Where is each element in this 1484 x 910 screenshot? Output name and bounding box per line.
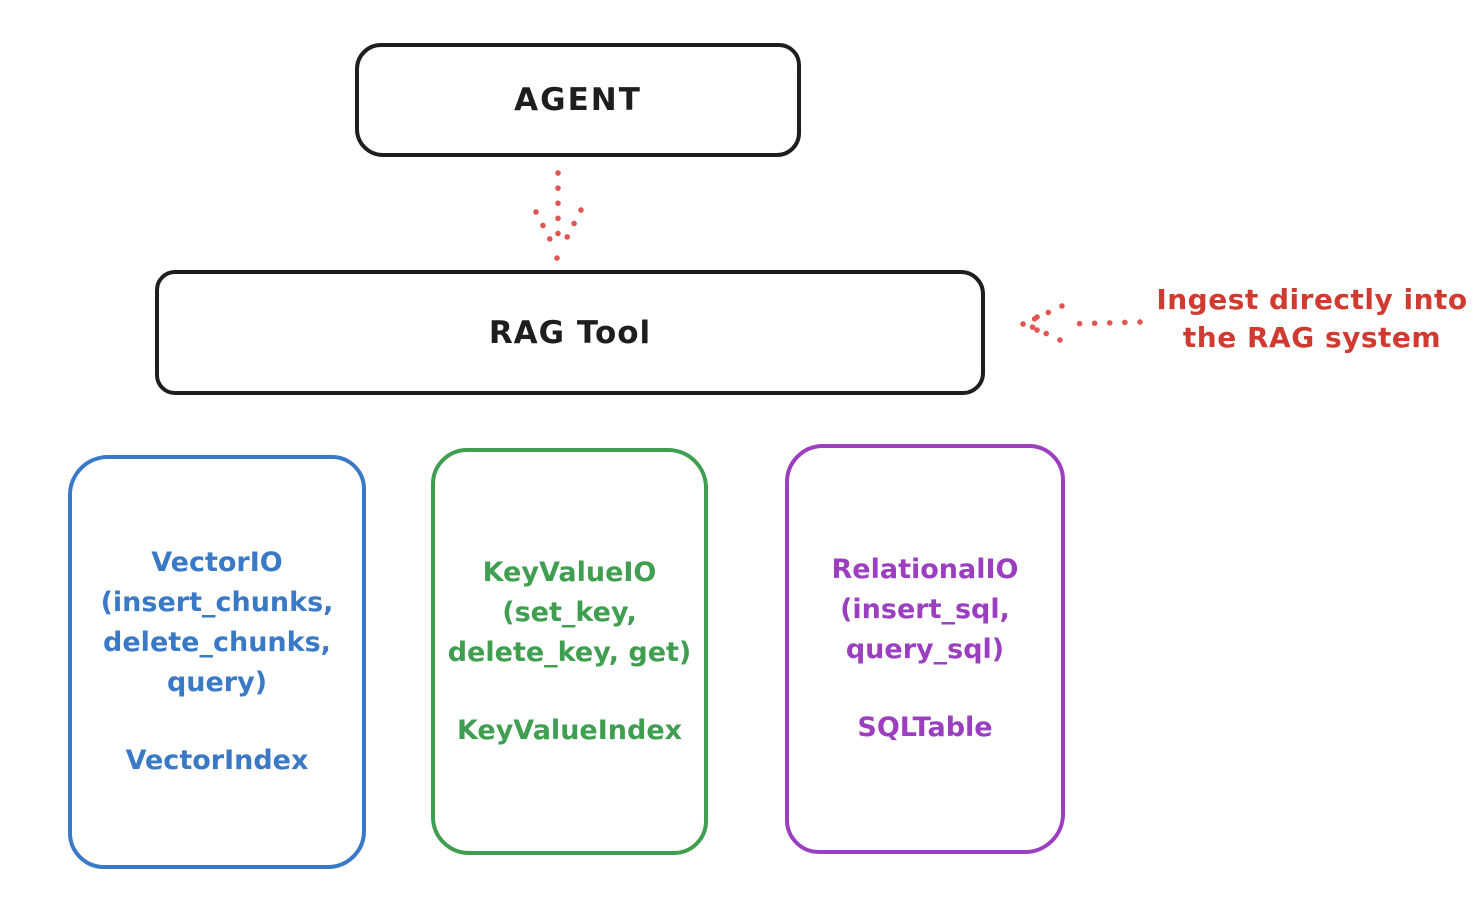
ingest-annotation: Ingest directly into the RAG system <box>1140 281 1484 357</box>
vectorio-index-label: VectorIndex <box>125 745 309 776</box>
text-line: delete_chunks, <box>103 627 331 658</box>
ingest-annotation-line2: the RAG system <box>1182 321 1442 354</box>
rag-tool-label: RAG Tool <box>488 314 652 351</box>
keyvalueio-index-label: KeyValueIndex <box>456 714 683 746</box>
relationalio-index-label: SQLTable <box>857 712 993 743</box>
text-line: (insert_sql, <box>840 594 1010 625</box>
keyvalueio-methods: KeyValueIO (set_key, delete_key, get) <box>448 553 692 673</box>
relationalio-methods: RelationalIO (insert_sql, query_sql) <box>832 550 1019 670</box>
rag-tool-box: RAG Tool <box>155 270 985 395</box>
text-line: (insert_chunks, <box>100 587 334 618</box>
ingest-annotation-arrow-icon <box>1020 303 1143 343</box>
agent-label: AGENT <box>514 82 642 118</box>
text-line: delete_key, get) <box>447 636 692 668</box>
text-line: query) <box>166 667 268 698</box>
relationalio-box: RelationalIO (insert_sql, query_sql) SQLTa… <box>785 444 1065 854</box>
vectorio-methods: VectorIO (insert_chunks, delete_chunks,que… <box>101 543 334 703</box>
agent-box: AGENT <box>355 43 801 157</box>
keyvalueio-box: KeyValueIO (set_key, delete_key, get) KeyV… <box>431 448 708 855</box>
text-line: VectorIO <box>151 547 283 578</box>
ingest-annotation-line1: Ingest directly into <box>1156 283 1468 316</box>
text-line: RelationalIO <box>831 554 1019 585</box>
vectorio-box: VectorIO (insert_chunks, delete_chunks,que… <box>68 455 366 869</box>
text-line: query_sql) <box>845 634 1005 665</box>
text-line: (set_key, <box>502 596 637 628</box>
agent-to-ragtool-arrow-icon <box>533 170 584 261</box>
text-line: KeyValueIO <box>482 556 657 588</box>
